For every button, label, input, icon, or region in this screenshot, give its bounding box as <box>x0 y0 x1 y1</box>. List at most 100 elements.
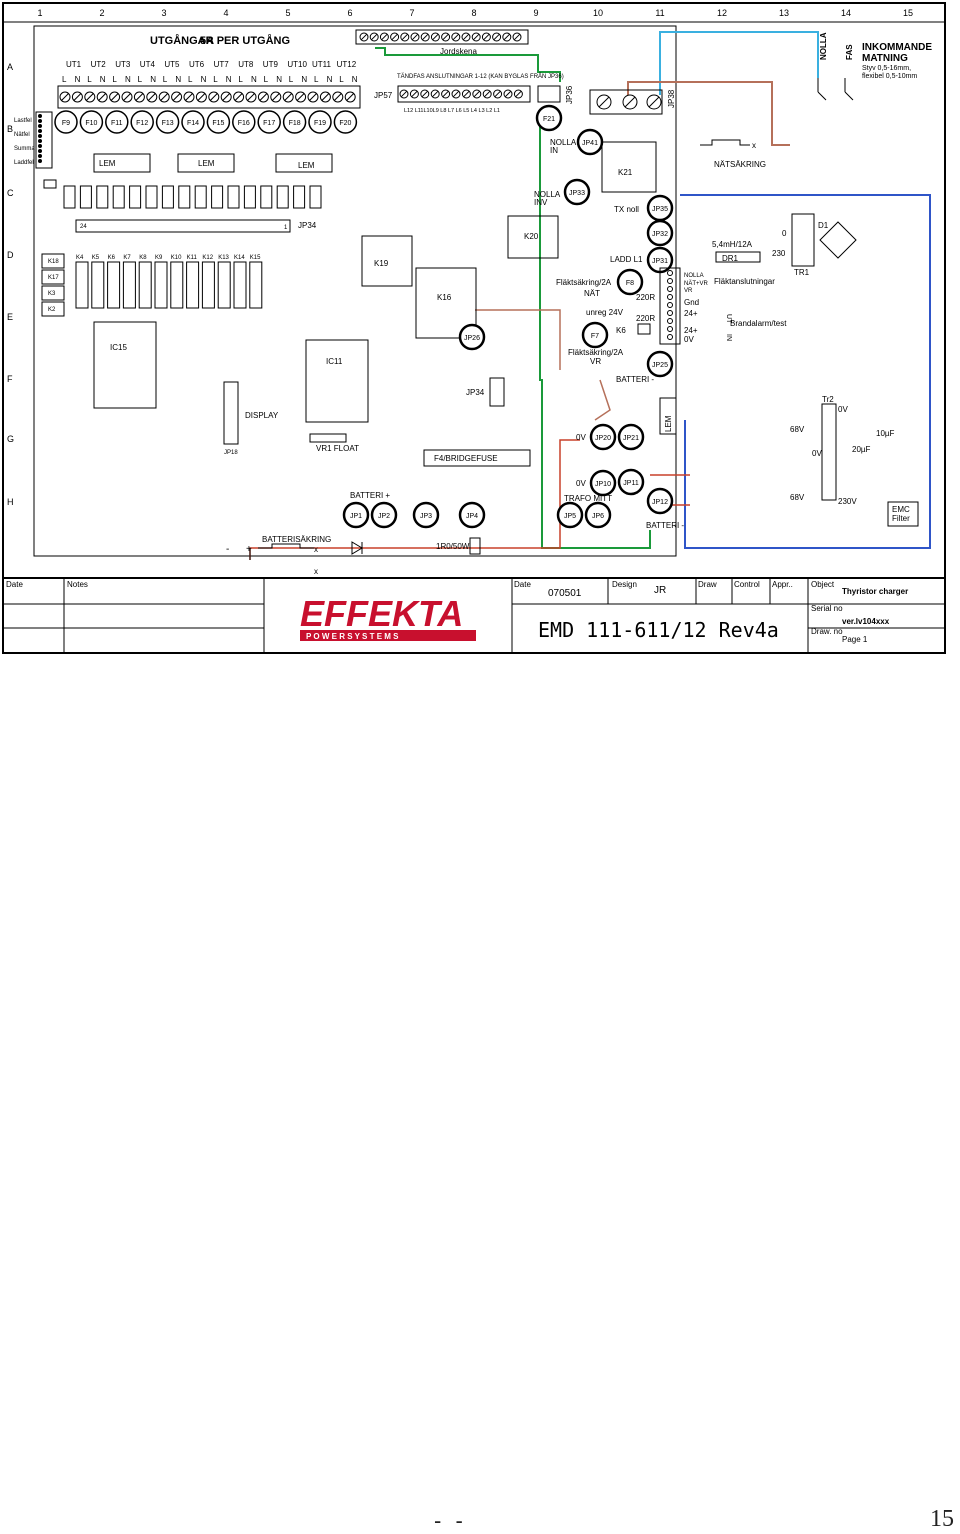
ic11-label: IC11 <box>326 357 343 366</box>
ut-label: UT <box>725 314 732 324</box>
jumper-jp33: JP33 <box>563 178 591 206</box>
terminal-screw <box>195 91 207 103</box>
terminal-screw <box>233 91 245 103</box>
busbar-screw <box>410 32 420 42</box>
svg-text:JP2: JP2 <box>378 513 390 520</box>
pcb-outline <box>33 25 677 557</box>
busbar-screw <box>379 32 389 42</box>
relay-body <box>75 261 89 309</box>
fuse-holder <box>206 110 231 134</box>
k16-label: K16 <box>437 293 452 302</box>
busbar-screw <box>451 32 461 42</box>
column-number: 4 <box>223 8 228 18</box>
small-part <box>43 179 57 189</box>
fuse-label: F13 <box>162 120 174 127</box>
led-dots <box>38 114 42 163</box>
column-number: 6 <box>347 8 352 18</box>
relay-label: K12 <box>202 255 213 261</box>
relay-body <box>91 261 105 309</box>
v68b-label: 68V <box>790 493 805 502</box>
ln-label: L <box>289 75 294 84</box>
led-label: Summa <box>14 146 35 152</box>
terminal-screw <box>121 91 133 103</box>
thyristor <box>276 185 289 209</box>
relay-body <box>138 261 152 309</box>
row-letter: A <box>7 62 13 72</box>
incoming-switch <box>817 78 854 101</box>
fuse-label: F20 <box>339 120 351 127</box>
terminal-screw <box>146 91 158 103</box>
jumper-jp20: JP20 <box>589 423 617 451</box>
led-bar <box>35 111 53 169</box>
busbar-screw <box>471 32 481 42</box>
terminal-screw <box>158 91 170 103</box>
jumper-f21: F21 <box>535 104 563 132</box>
output-label: UT5 <box>164 60 180 69</box>
row-letter: H <box>7 497 14 507</box>
ignition-screw <box>441 89 451 99</box>
terminal-screw <box>208 91 220 103</box>
incoming-note2: flexibel 0,5-10mm <box>862 73 917 80</box>
thyristor <box>178 185 191 209</box>
fuse-holder <box>130 110 154 134</box>
jp38-label: JP38 <box>667 89 676 108</box>
relay-side-body <box>41 301 65 317</box>
jp18-label: JP18 <box>224 450 238 456</box>
r1-label: 1R0/50W <box>436 542 470 551</box>
jp34-label-top: JP34 <box>298 221 317 230</box>
relay-k20 <box>507 215 559 259</box>
terminal-screw <box>344 91 356 103</box>
fuse-holder <box>333 110 358 134</box>
page-label: Page 1 <box>842 635 868 644</box>
thyristor <box>194 185 207 209</box>
batteri-minus-label: BATTERI - <box>616 375 654 384</box>
pin-1: 1 <box>284 225 288 231</box>
fuse-label: F15 <box>212 120 224 127</box>
relay-body <box>154 261 168 309</box>
ignition-screw <box>399 89 409 99</box>
svg-text:JP3: JP3 <box>420 513 432 520</box>
thyristor <box>63 185 76 209</box>
v0e-label: 0V <box>838 405 848 414</box>
ladd-l1-label: LADD L1 <box>610 255 643 264</box>
ignition-taps: L12 L11L10L9 L8 L7 L6 L5 L4 L3 L2 L1 <box>404 108 500 114</box>
k21-label: K21 <box>618 168 633 177</box>
notes-label: Notes <box>67 580 88 589</box>
ignition-screw <box>409 89 419 99</box>
transformer-tr1 <box>791 213 815 267</box>
ln-label: N <box>125 75 131 84</box>
c10-label: 10µF <box>876 429 895 438</box>
relay-label: K15 <box>250 255 261 261</box>
led-dot <box>38 119 42 123</box>
lem-label-2: LEM <box>198 159 215 168</box>
ln-label: N <box>100 75 106 84</box>
led-label: Lastfel <box>14 118 32 124</box>
ln-label: L <box>112 75 117 84</box>
vr-label: VR <box>590 357 601 366</box>
ln-label: L <box>138 75 143 84</box>
ln-label: N <box>226 75 232 84</box>
column-number: 13 <box>779 8 789 18</box>
ignition-terminal <box>397 85 531 103</box>
fire-label: Brandalarm/test <box>730 319 787 328</box>
terminal-screw <box>109 91 121 103</box>
led-label: Nätfel <box>14 132 30 138</box>
title-block <box>3 578 945 653</box>
outputs-heading: UTGÅNGAR <box>150 34 214 47</box>
column-number: 10 <box>593 8 603 18</box>
fuse-holder <box>308 110 332 134</box>
thyristor <box>227 185 240 209</box>
thyristors <box>63 185 322 209</box>
inv-label: INV <box>534 198 548 207</box>
svg-text:JP33: JP33 <box>569 190 585 197</box>
ln-label: N <box>175 75 181 84</box>
fuse-label: F14 <box>187 120 199 127</box>
svg-text:JP10: JP10 <box>595 481 611 488</box>
ignition-screw <box>472 89 482 99</box>
emc-filter <box>887 501 919 527</box>
d1-label: D1 <box>818 221 829 230</box>
trafo-label: TRAFO MITT <box>564 494 612 503</box>
display-connector <box>223 381 239 445</box>
column-number: 14 <box>841 8 851 18</box>
v0f-label: 0V <box>812 449 822 458</box>
